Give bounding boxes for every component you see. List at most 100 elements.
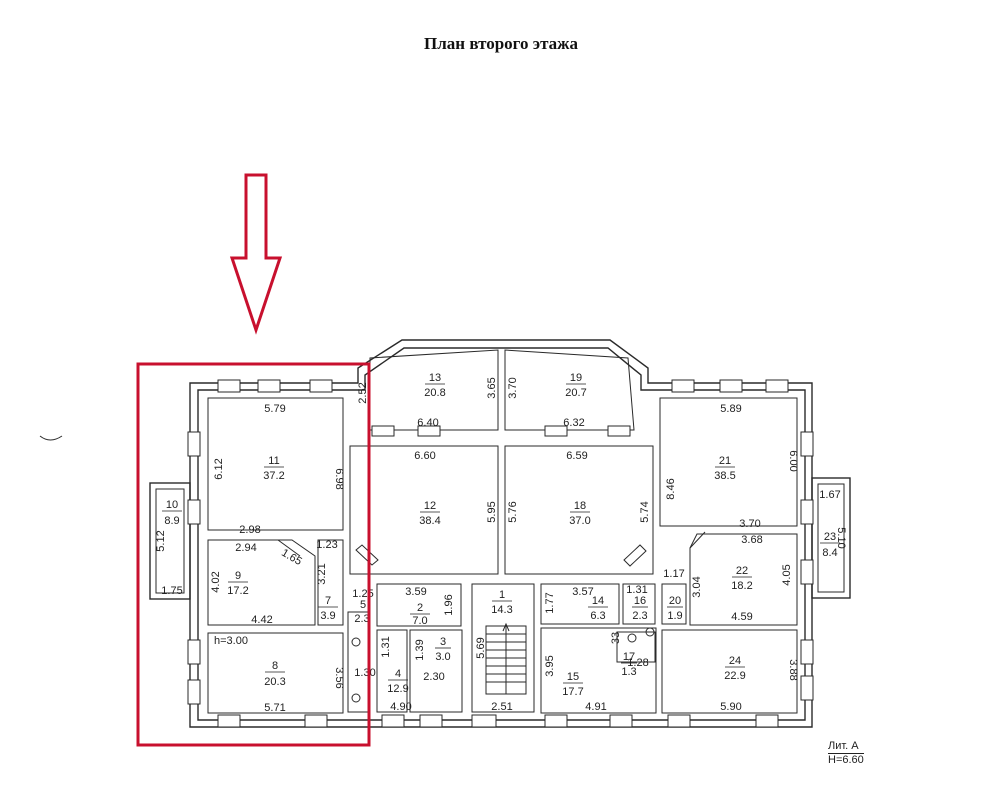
svg-text:23: 23 [824, 531, 836, 543]
building-outline [189, 339, 813, 728]
room-label: 19 20.7 [565, 372, 586, 399]
svg-text:8: 8 [272, 660, 278, 672]
svg-text:20.7: 20.7 [565, 387, 586, 399]
svg-text:1.23: 1.23 [316, 539, 337, 551]
svg-text:8.4: 8.4 [822, 547, 837, 559]
room-label: 73.9 [318, 595, 338, 622]
svg-text:1.30: 1.30 [354, 667, 375, 679]
svg-text:5.89: 5.89 [720, 403, 741, 415]
svg-text:20.8: 20.8 [424, 387, 445, 399]
svg-text:38.5: 38.5 [714, 470, 735, 482]
svg-text:3.0: 3.0 [435, 651, 450, 663]
svg-text:5.12: 5.12 [155, 530, 167, 551]
svg-text:2.30: 2.30 [423, 671, 444, 683]
door-marks [277, 531, 706, 567]
svg-text:12.9: 12.9 [387, 683, 408, 695]
room-label: 162.3 [632, 595, 648, 622]
svg-text:12: 12 [424, 500, 436, 512]
svg-text:2.52: 2.52 [357, 382, 369, 403]
svg-text:7.0: 7.0 [412, 615, 427, 627]
svg-text:11: 11 [268, 455, 279, 467]
svg-text:1.65: 1.65 [279, 547, 304, 568]
svg-text:5.76: 5.76 [507, 501, 519, 522]
highlight-annotations [136, 173, 371, 747]
highlight-frame [136, 362, 371, 747]
svg-text:3.21: 3.21 [316, 563, 328, 584]
svg-text:3: 3 [440, 636, 446, 648]
left-wing-walls [207, 397, 369, 714]
svg-text:13: 13 [429, 372, 441, 384]
svg-text:3.9: 3.9 [320, 610, 335, 622]
svg-text:15: 15 [567, 671, 579, 683]
svg-text:37.0: 37.0 [569, 515, 590, 527]
svg-text:3.04: 3.04 [691, 576, 703, 597]
svg-text:6.59: 6.59 [566, 450, 587, 462]
svg-text:1.67: 1.67 [819, 489, 840, 501]
svg-text:8.46: 8.46 [665, 478, 677, 499]
svg-text:3.56: 3.56 [333, 667, 345, 688]
svg-text:5.95: 5.95 [486, 501, 498, 522]
room-label: 114.3 [491, 589, 512, 616]
right-wing-walls [659, 397, 798, 714]
svg-text:6.3: 6.3 [590, 610, 605, 622]
pointer-arrow [229, 173, 283, 335]
svg-text:19: 19 [570, 372, 582, 384]
svg-text:1.9: 1.9 [667, 610, 682, 622]
svg-text:1.28: 1.28 [627, 657, 648, 669]
room-label: 171.3 [621, 651, 637, 678]
windows [187, 379, 814, 728]
svg-text:1.96: 1.96 [443, 594, 455, 615]
svg-text:5.79: 5.79 [264, 403, 285, 415]
room-label: 146.3 [588, 595, 608, 622]
scan-mark [39, 435, 63, 441]
svg-text:10: 10 [166, 499, 178, 511]
svg-text:1.77: 1.77 [544, 592, 556, 613]
svg-text:5.10: 5.10 [835, 527, 847, 548]
room-label: 917.2 [227, 570, 248, 597]
svg-text:18.2: 18.2 [731, 580, 752, 592]
room-label: 412.9 [387, 668, 408, 695]
svg-text:8.9: 8.9 [164, 515, 179, 527]
svg-text:2.3: 2.3 [354, 613, 369, 625]
svg-text:1.39: 1.39 [414, 639, 426, 660]
room-label: 108.9 [162, 499, 182, 527]
staircase [485, 622, 527, 695]
svg-text:4.91: 4.91 [585, 701, 606, 713]
svg-text:17: 17 [623, 651, 635, 663]
svg-text:5: 5 [360, 599, 366, 611]
svg-text:7: 7 [325, 595, 331, 607]
svg-text:17.2: 17.2 [227, 585, 248, 597]
svg-text:3.57: 3.57 [572, 586, 593, 598]
balcony-left [149, 482, 191, 600]
svg-text:3.68: 3.68 [741, 534, 762, 546]
room-label: 27.0 [410, 602, 430, 627]
room-label: 238.4 [820, 531, 840, 559]
svg-text:5.74: 5.74 [639, 501, 651, 522]
page-title: План второго этажа [424, 34, 578, 53]
liter-label: Лит. А Н=6.60 [828, 740, 864, 767]
svg-text:2.98: 2.98 [239, 524, 260, 536]
svg-text:24: 24 [729, 655, 741, 667]
svg-text:16: 16 [634, 595, 646, 607]
svg-text:6.32: 6.32 [563, 417, 584, 429]
svg-text:1.31: 1.31 [626, 584, 647, 596]
svg-text:6.12: 6.12 [213, 458, 225, 479]
room-label: 201.9 [667, 595, 683, 622]
room-label: 15 17.7 [562, 671, 583, 698]
svg-text:17.7: 17.7 [562, 686, 583, 698]
svg-text:3.70: 3.70 [739, 518, 760, 530]
svg-text:22: 22 [736, 565, 748, 577]
svg-text:38.4: 38.4 [419, 515, 440, 527]
svg-text:2.51: 2.51 [491, 701, 512, 713]
liter-height: Н=6.60 [828, 754, 864, 766]
svg-text:33: 33 [610, 632, 622, 644]
svg-text:h=3.00: h=3.00 [214, 635, 248, 647]
svg-text:3.59: 3.59 [405, 586, 426, 598]
svg-text:14: 14 [592, 595, 604, 607]
balcony-right [811, 477, 851, 599]
svg-text:1.31: 1.31 [380, 636, 392, 657]
